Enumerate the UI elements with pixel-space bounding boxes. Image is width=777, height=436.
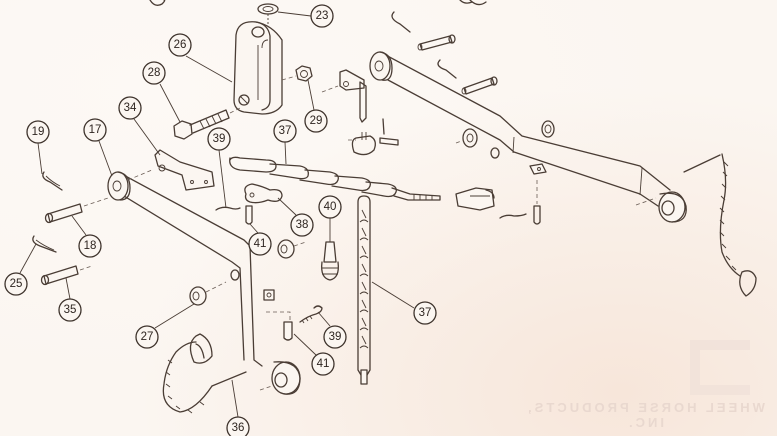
right-chain-pin — [683, 153, 757, 297]
callout-35: 35 — [58, 298, 82, 322]
right-arm-pins — [391, 11, 555, 148]
callout-40: 40 — [318, 195, 342, 219]
callout-41-upper: 41 — [248, 232, 272, 256]
callout-41-lower: 41 — [311, 352, 335, 376]
callout-36: 36 — [226, 416, 250, 436]
right-lower-pin — [499, 180, 541, 225]
svg-text:40: 40 — [324, 201, 337, 213]
callout-26: 26 — [168, 33, 192, 57]
callout-19: 19 — [26, 120, 50, 144]
svg-text:38: 38 — [296, 219, 309, 231]
washer-27 — [189, 281, 227, 306]
callout-28: 28 — [142, 61, 166, 85]
nut-29 — [281, 65, 313, 82]
callout-17: 17 — [83, 118, 107, 142]
svg-text:27: 27 — [141, 331, 154, 343]
clip-39-lower — [299, 305, 323, 324]
right-lift-arm — [369, 51, 687, 223]
svg-text:39: 39 — [213, 133, 226, 145]
pin-35 — [40, 265, 93, 286]
svg-text:29: 29 — [310, 115, 323, 127]
callout-34: 34 — [118, 96, 142, 120]
pin-18 — [44, 197, 109, 224]
callout-38: 38 — [290, 213, 314, 237]
svg-text:19: 19 — [32, 126, 45, 138]
svg-text:25: 25 — [10, 278, 23, 290]
chain-37-horizontal — [229, 156, 495, 211]
chain-pin-36 — [162, 333, 247, 414]
callout-37-horizontal: 37 — [273, 119, 297, 143]
svg-text:37: 37 — [419, 307, 432, 319]
pin-41-lower — [266, 311, 293, 341]
svg-text:26: 26 — [174, 39, 187, 51]
svg-text:36: 36 — [232, 422, 245, 434]
washer — [277, 239, 307, 259]
clevis-26 — [233, 21, 283, 115]
clip-25 — [32, 235, 57, 253]
callout-37-vertical: 37 — [413, 301, 437, 325]
callout-29: 29 — [304, 109, 328, 133]
bracket-34 — [127, 149, 215, 191]
callout-23: 23 — [310, 4, 334, 28]
svg-text:37: 37 — [279, 125, 292, 137]
leader-lines — [19, 11, 415, 418]
callout-39-upper: 39 — [207, 127, 231, 151]
svg-text:39: 39 — [329, 331, 342, 343]
bleedthrough-logo — [690, 340, 750, 395]
svg-text:35: 35 — [64, 304, 77, 316]
clevis-pin — [348, 118, 399, 156]
chain-37-vertical — [357, 195, 371, 385]
callout-25: 25 — [4, 272, 28, 296]
link-38 — [244, 183, 283, 204]
svg-text:34: 34 — [124, 102, 137, 114]
clipped-top-parts — [149, 0, 487, 6]
pin-41-upper — [245, 205, 253, 225]
svg-text:41: 41 — [317, 358, 330, 370]
bolt-28 — [173, 107, 241, 140]
clip-39-upper — [215, 206, 241, 211]
svg-text:28: 28 — [148, 67, 161, 79]
callout-18: 18 — [78, 234, 102, 258]
washer-23 — [257, 3, 279, 24]
svg-text:17: 17 — [89, 124, 102, 136]
clip-19 — [42, 171, 63, 191]
svg-text:18: 18 — [84, 240, 97, 252]
svg-text:23: 23 — [316, 10, 329, 22]
callout-27: 27 — [135, 325, 159, 349]
pin-40 — [321, 241, 339, 281]
svg-text:41: 41 — [254, 238, 267, 250]
callout-39-lower: 39 — [323, 325, 347, 349]
bracket — [321, 69, 367, 123]
